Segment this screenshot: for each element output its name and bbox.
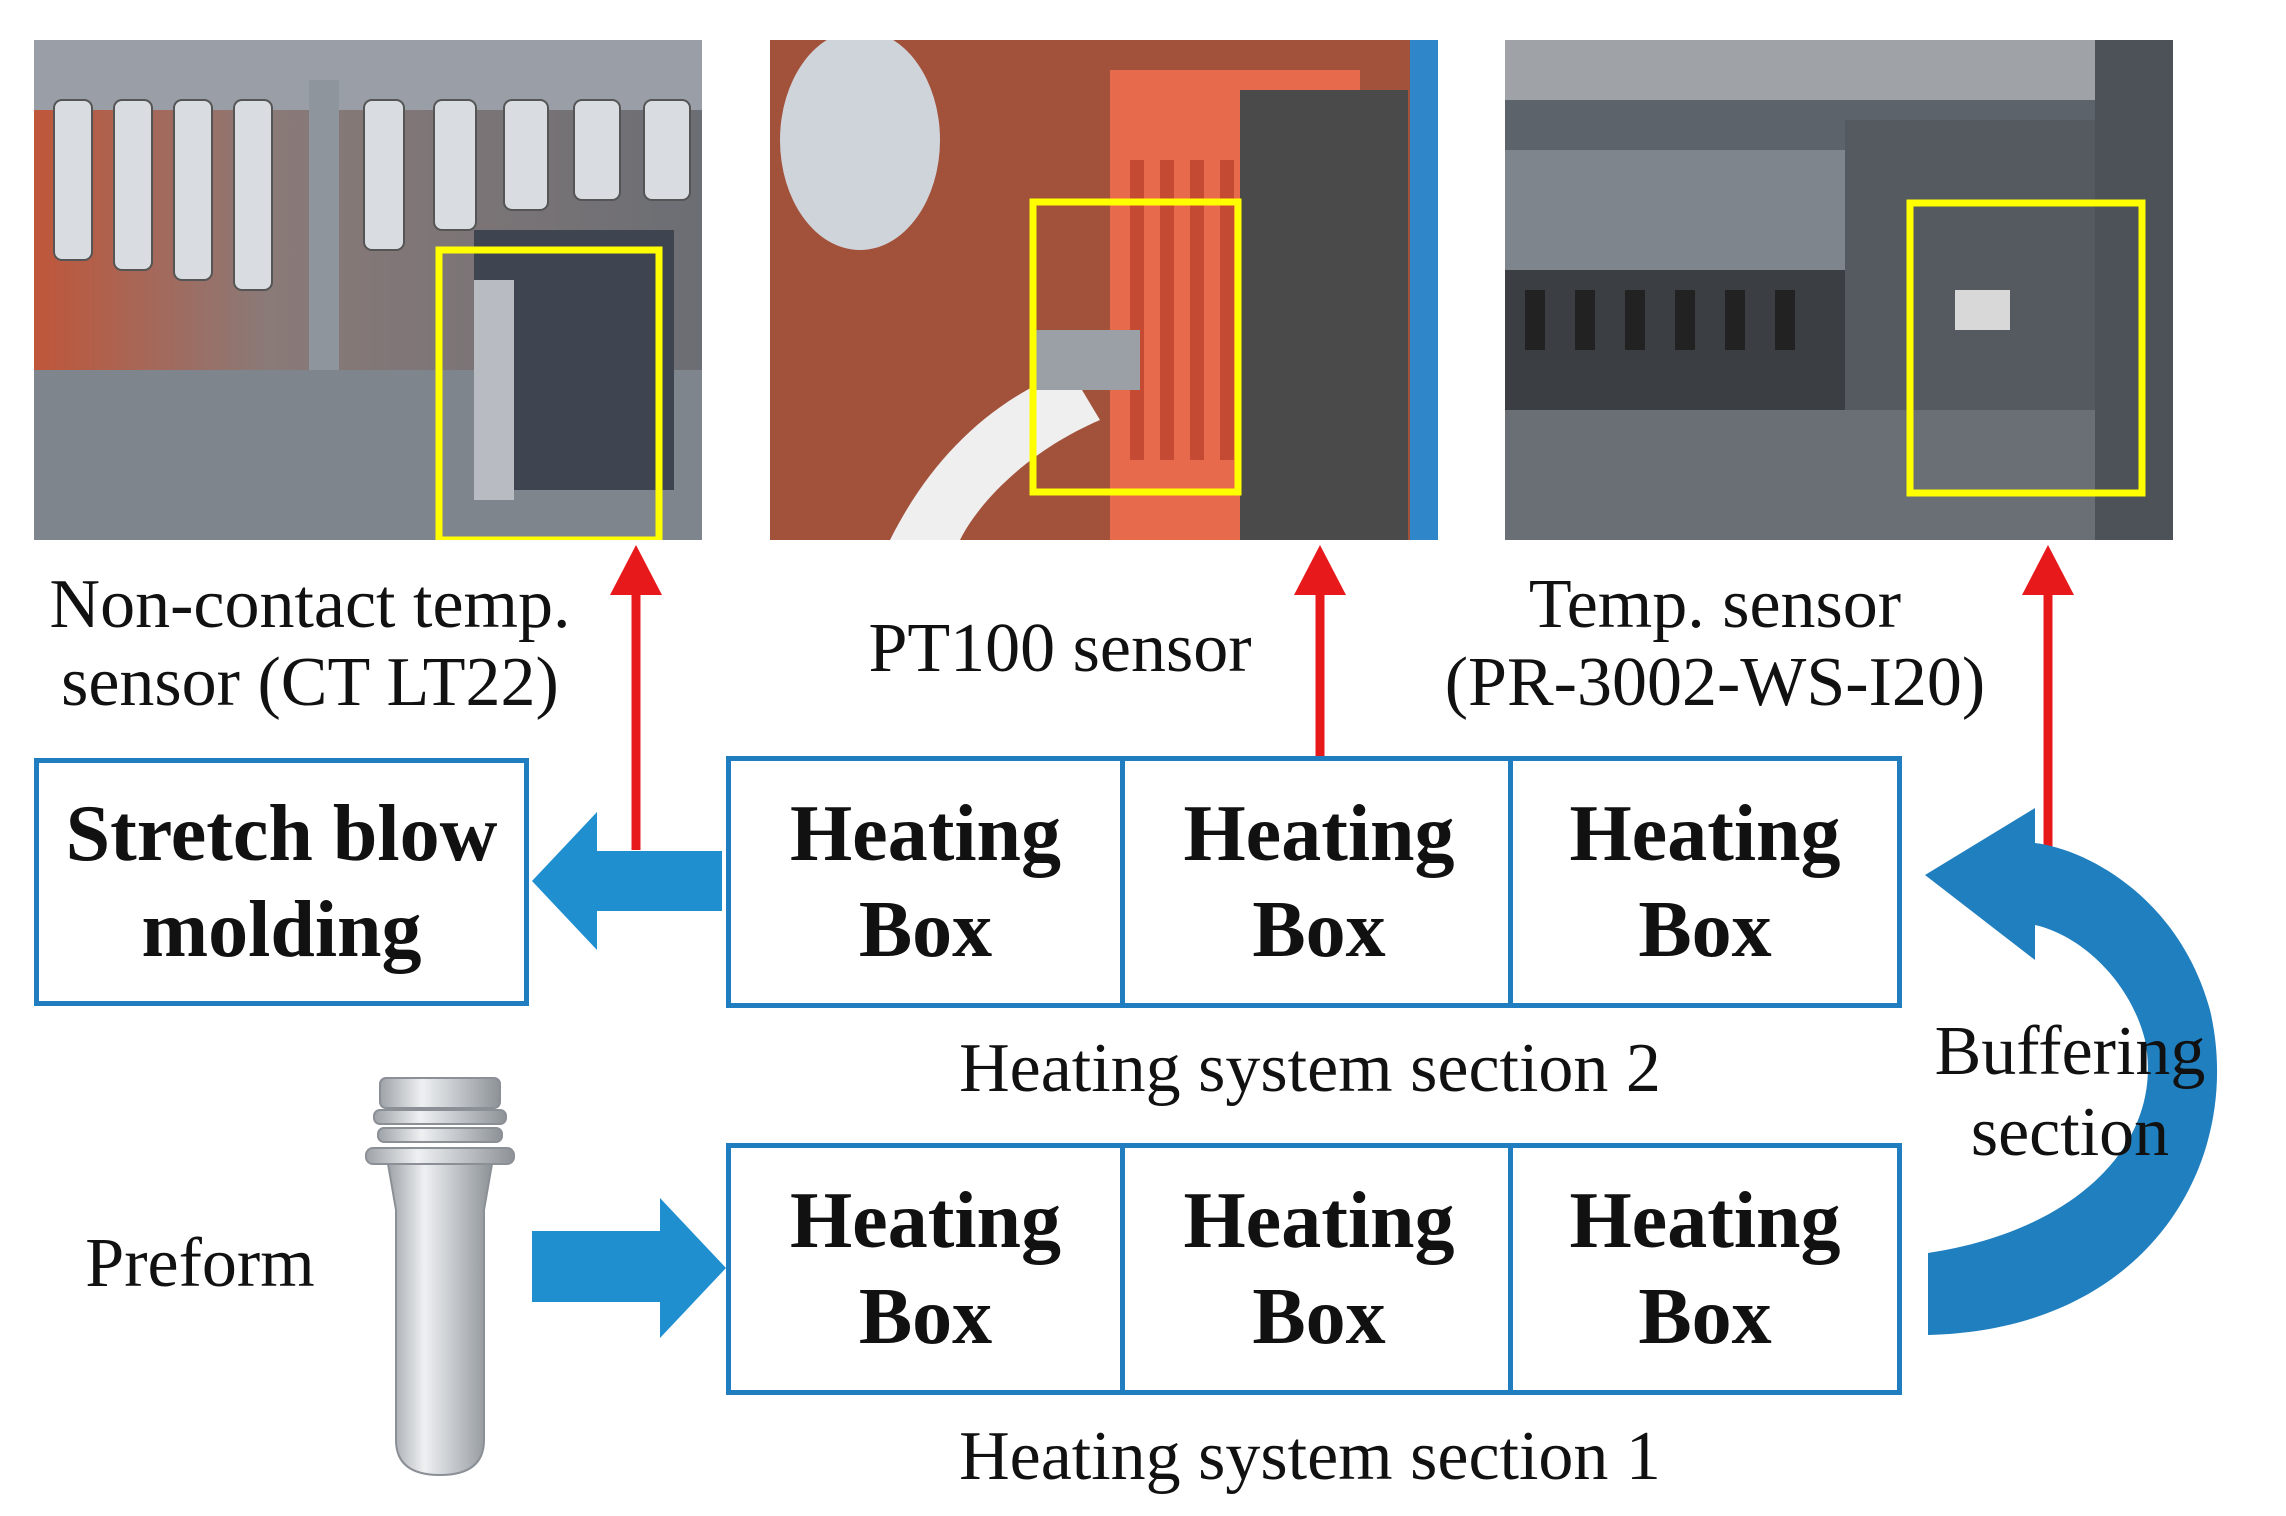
stretch-blow-molding-box: Stretch blow molding — [34, 758, 529, 1006]
stretch-blow-line1: Stretch blow — [65, 790, 498, 878]
sensor-arrow-stretch — [610, 545, 662, 850]
preform-label: Preform — [85, 1225, 315, 1302]
buffering-sensor-photo — [1505, 40, 2173, 540]
pt100-sensor-photo — [770, 40, 1438, 540]
buffering-curved-arrow — [1925, 808, 2218, 1335]
stretch-blow-line2: molding — [141, 886, 422, 974]
pt100-sensor-label: PT100 sensor — [868, 610, 1252, 687]
section-2-label: Heating system section 2 — [959, 1030, 1661, 1107]
non-contact-sensor-line1: Non-contact temp. — [49, 566, 571, 643]
sensor-arrow-section2 — [1294, 545, 1346, 760]
flow-arrow-to-stretch-blow — [532, 812, 722, 950]
buffering-section-label: Buffering section — [1934, 1013, 2206, 1171]
temp-sensor-line2: (PR-3002-WS-I20) — [1444, 644, 1986, 722]
flow-arrow-preform — [532, 1198, 726, 1338]
non-contact-sensor-line2: sensor (CT LT22) — [61, 644, 559, 722]
non-contact-sensor-photo — [34, 40, 702, 540]
non-contact-sensor-label: Non-contact temp. sensor (CT LT22) — [0, 566, 620, 723]
sensor-arrow-buffering — [2022, 545, 2074, 855]
section-1-label: Heating system section 1 — [959, 1418, 1661, 1495]
temp-sensor-label: Temp. sensor (PR-3002-WS-I20) — [1390, 566, 2040, 723]
temp-sensor-line1: Temp. sensor — [1528, 566, 1902, 643]
preform-image — [365, 1077, 515, 1477]
